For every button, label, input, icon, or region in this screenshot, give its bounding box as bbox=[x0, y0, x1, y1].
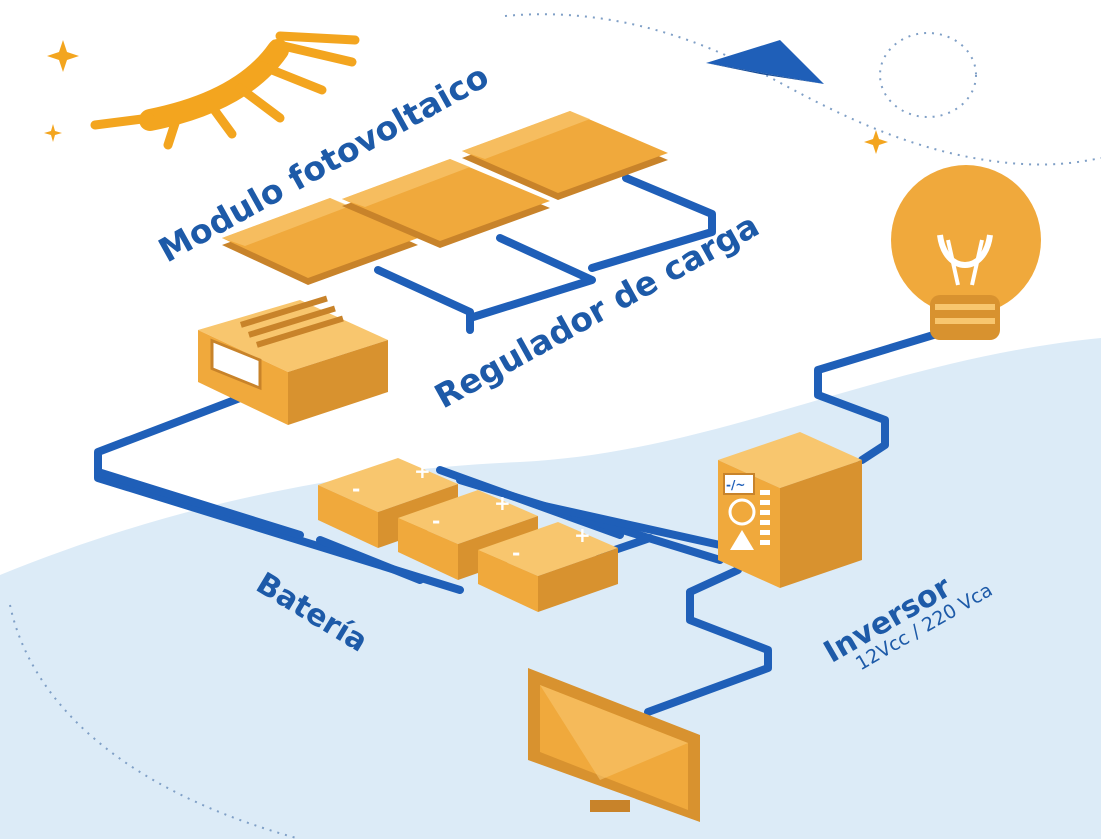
battery-plus-symbol: + bbox=[574, 523, 591, 547]
inverter-icon: -/~ bbox=[718, 432, 862, 588]
battery-plus-symbol: + bbox=[414, 459, 431, 483]
solar-panel-icon bbox=[222, 198, 418, 285]
solar-panel-icon bbox=[342, 159, 550, 248]
batteries: + - + - + - bbox=[318, 458, 618, 612]
sun-icon bbox=[90, 31, 360, 150]
solar-panel-icon bbox=[462, 111, 668, 200]
battery-minus-symbol: - bbox=[352, 477, 360, 501]
battery-icon bbox=[478, 522, 618, 612]
solar-panels bbox=[222, 111, 668, 285]
monitor-icon bbox=[528, 668, 700, 822]
wiring bbox=[94, 174, 954, 716]
battery-minus-symbol: - bbox=[512, 541, 520, 565]
sparkle-icon bbox=[44, 40, 888, 154]
inverter-panel-label: -/~ bbox=[726, 478, 745, 492]
paper-plane-icon bbox=[706, 40, 824, 84]
dotted-loop bbox=[879, 32, 977, 118]
dotted-path bbox=[504, 13, 1101, 166]
battery-plus-symbol: + bbox=[494, 491, 511, 515]
light-bulb-icon bbox=[891, 165, 1041, 340]
battery-minus-symbol: - bbox=[432, 509, 440, 533]
dotted-path-bottom bbox=[9, 604, 301, 839]
regulator-icon bbox=[198, 295, 388, 425]
